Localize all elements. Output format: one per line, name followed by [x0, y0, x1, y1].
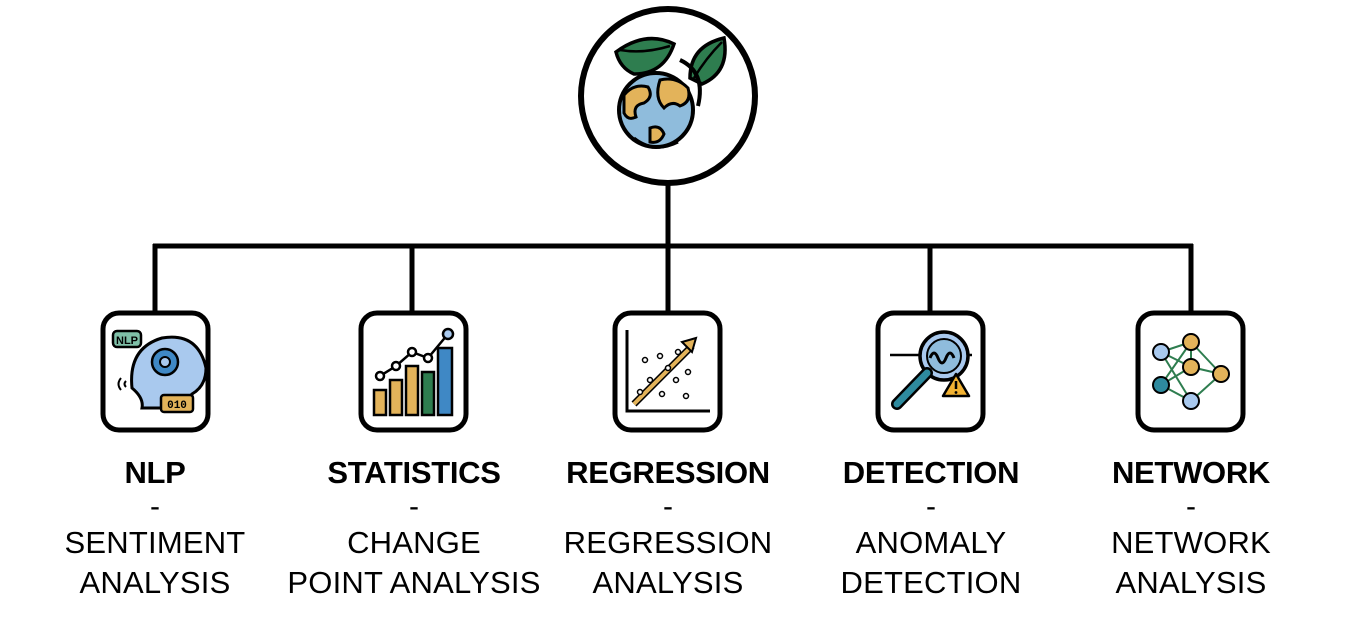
branch-node-network — [1135, 310, 1246, 433]
description-line: DETECTION — [840, 565, 1022, 600]
branch-description: CHANGE POINT ANALYSIS — [264, 523, 564, 603]
branch-description: REGRESSION ANALYSIS — [518, 523, 818, 603]
branch-description: SENTIMENT ANALYSIS — [5, 523, 305, 603]
branch-title: NETWORK — [1111, 455, 1271, 490]
description-line: ANOMALY — [855, 525, 1007, 560]
branch-node-regression — [612, 310, 723, 433]
branch-description: ANOMALY DETECTION — [781, 523, 1081, 603]
description-line: POINT ANALYSIS — [287, 565, 541, 600]
description-line: REGRESSION — [563, 525, 773, 560]
branch-node-statistics — [358, 310, 469, 433]
description-line: ANALYSIS — [79, 565, 231, 600]
branch-label-detection: DETECTION - ANOMALY DETECTION — [781, 455, 1081, 603]
branch-separator: - — [150, 490, 160, 523]
description-line: SENTIMENT — [64, 525, 246, 560]
branch-title: DETECTION — [842, 455, 1020, 490]
branch-separator: - — [1186, 490, 1196, 523]
branch-title: NLP — [124, 455, 186, 490]
description-line: NETWORK — [1111, 525, 1271, 560]
description-line: CHANGE — [347, 525, 481, 560]
branch-label-network: NETWORK - NETWORK ANALYSIS — [1041, 455, 1341, 603]
scatter-regression-icon — [625, 330, 710, 413]
branch-separator: - — [409, 490, 419, 523]
svg-text:010: 010 — [167, 400, 187, 412]
branch-title: STATISTICS — [327, 455, 501, 490]
branch-label-nlp: NLP - SENTIMENT ANALYSIS — [5, 455, 305, 603]
connector-lines — [152, 183, 1194, 312]
nlp-head-gear-icon: NLP 010 — [111, 329, 208, 414]
branch-separator: - — [663, 490, 673, 523]
svg-text:NLP: NLP — [116, 335, 138, 347]
branch-node-nlp: NLP 010 — [100, 310, 211, 433]
earth-with-leaves-icon — [614, 35, 727, 149]
magnifier-warning-icon — [890, 330, 972, 410]
branch-node-detection — [875, 310, 986, 433]
branch-title: REGRESSION — [566, 455, 770, 490]
branch-label-regression: REGRESSION - REGRESSION ANALYSIS — [518, 455, 818, 603]
root-node — [578, 6, 758, 186]
bar-chart-trend-icon — [372, 327, 455, 417]
description-line: ANALYSIS — [592, 565, 744, 600]
branch-label-statistics: STATISTICS - CHANGE POINT ANALYSIS — [264, 455, 564, 603]
network-nodes-icon — [1152, 333, 1230, 410]
branch-separator: - — [926, 490, 936, 523]
branch-description: NETWORK ANALYSIS — [1041, 523, 1341, 603]
description-line: ANALYSIS — [1115, 565, 1267, 600]
